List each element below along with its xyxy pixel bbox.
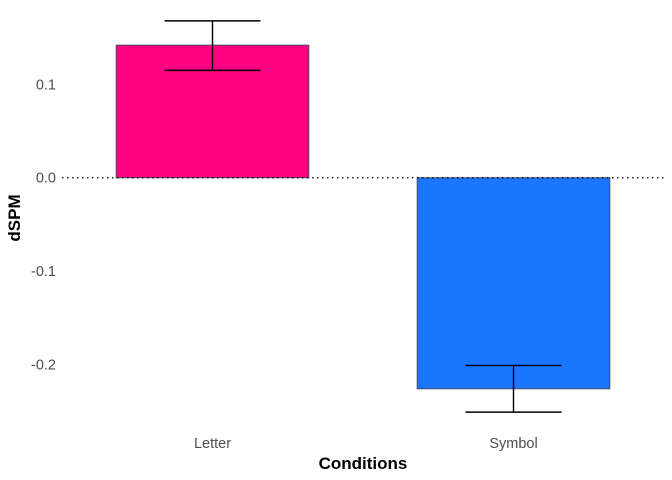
x-axis: Letter Symbol — [194, 436, 538, 452]
error-bar-letter — [164, 20, 261, 72]
y-tick-label: 0.1 — [36, 77, 56, 93]
y-tick-label: -0.1 — [31, 264, 56, 280]
y-tick-label: -0.2 — [31, 358, 56, 374]
plot-area — [62, 20, 664, 413]
y-axis: 0.1 0.0 -0.1 -0.2 — [31, 77, 56, 373]
y-axis-title: dSPM — [5, 194, 24, 241]
error-bar-symbol — [465, 364, 562, 413]
bar-symbol — [416, 177, 611, 390]
y-tick-label: 0.0 — [36, 171, 56, 187]
x-axis-title: Conditions — [319, 454, 408, 473]
x-tick-label: Symbol — [489, 436, 537, 452]
x-tick-label: Letter — [194, 436, 231, 452]
